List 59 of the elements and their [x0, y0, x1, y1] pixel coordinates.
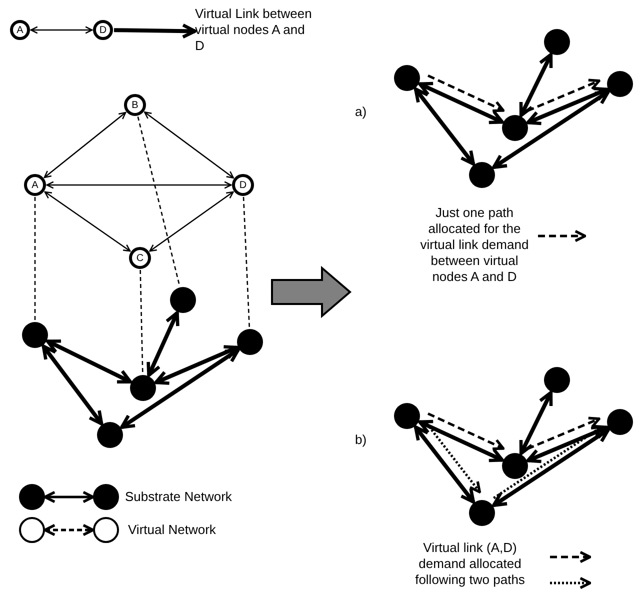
- arrow: [46, 339, 132, 384]
- arrow: [114, 23, 197, 39]
- arrow: [427, 74, 505, 112]
- substrate-node: [544, 29, 570, 55]
- arrow: [414, 425, 476, 504]
- arrow: [526, 78, 600, 112]
- panel-label: a): [355, 104, 367, 120]
- arrow: [526, 86, 609, 126]
- arrow: [418, 82, 504, 124]
- virtual-node: A: [10, 20, 30, 40]
- virtual-node: B: [124, 94, 146, 116]
- mapping-line: [140, 270, 144, 374]
- arrow: [526, 424, 609, 464]
- virtual-node: A: [24, 174, 46, 196]
- virtual-node: C: [129, 247, 151, 269]
- substrate-node: [170, 287, 196, 313]
- substrate-node: [544, 367, 570, 393]
- legend-text: Just one path allocated for the virtual link demand between virtual nodes A and D: [419, 205, 530, 285]
- arrow: [492, 90, 610, 169]
- substrate-node: [607, 409, 633, 435]
- legend-text: Virtual Network: [128, 522, 217, 538]
- arrow: [146, 311, 180, 377]
- arrow: [149, 191, 234, 252]
- substrate-node: [469, 500, 495, 526]
- substrate-node: [394, 65, 420, 91]
- arrow: [30, 26, 93, 34]
- virtual-node: D: [232, 174, 254, 196]
- arrow: [144, 111, 234, 179]
- mapping-line: [34, 197, 36, 321]
- legend-text: Substrate Network: [125, 489, 233, 505]
- note-text: Virtual Link between virtual nodes A and D: [195, 6, 315, 54]
- arrow: [154, 345, 239, 385]
- substrate-node: [607, 71, 633, 97]
- arrow: [526, 416, 600, 450]
- arrow: [519, 390, 553, 456]
- legend-text: Virtual link (A,D) demand allocated following two paths: [414, 540, 526, 588]
- arrow: [418, 420, 504, 462]
- substrate-node: [22, 322, 48, 348]
- substrate-node: [237, 329, 263, 355]
- panel-label: b): [355, 432, 367, 448]
- arrow: [42, 344, 104, 426]
- arrow: [46, 181, 232, 189]
- arrow: [492, 428, 610, 507]
- virtual-node: D: [93, 20, 113, 40]
- substrate-node: [394, 403, 420, 429]
- arrow: [414, 87, 476, 166]
- arrow: [426, 422, 482, 494]
- substrate-node: [502, 453, 528, 479]
- arrow: [120, 348, 240, 429]
- substrate-node: [469, 162, 495, 188]
- arrow: [519, 52, 553, 118]
- mapping-line: [137, 116, 180, 287]
- arrow: [427, 412, 505, 450]
- substrate-node: [97, 422, 123, 448]
- arrow: [44, 191, 131, 252]
- substrate-node: [130, 375, 156, 401]
- arrow: [44, 112, 126, 178]
- substrate-node: [502, 115, 528, 141]
- mapping-line: [242, 196, 250, 328]
